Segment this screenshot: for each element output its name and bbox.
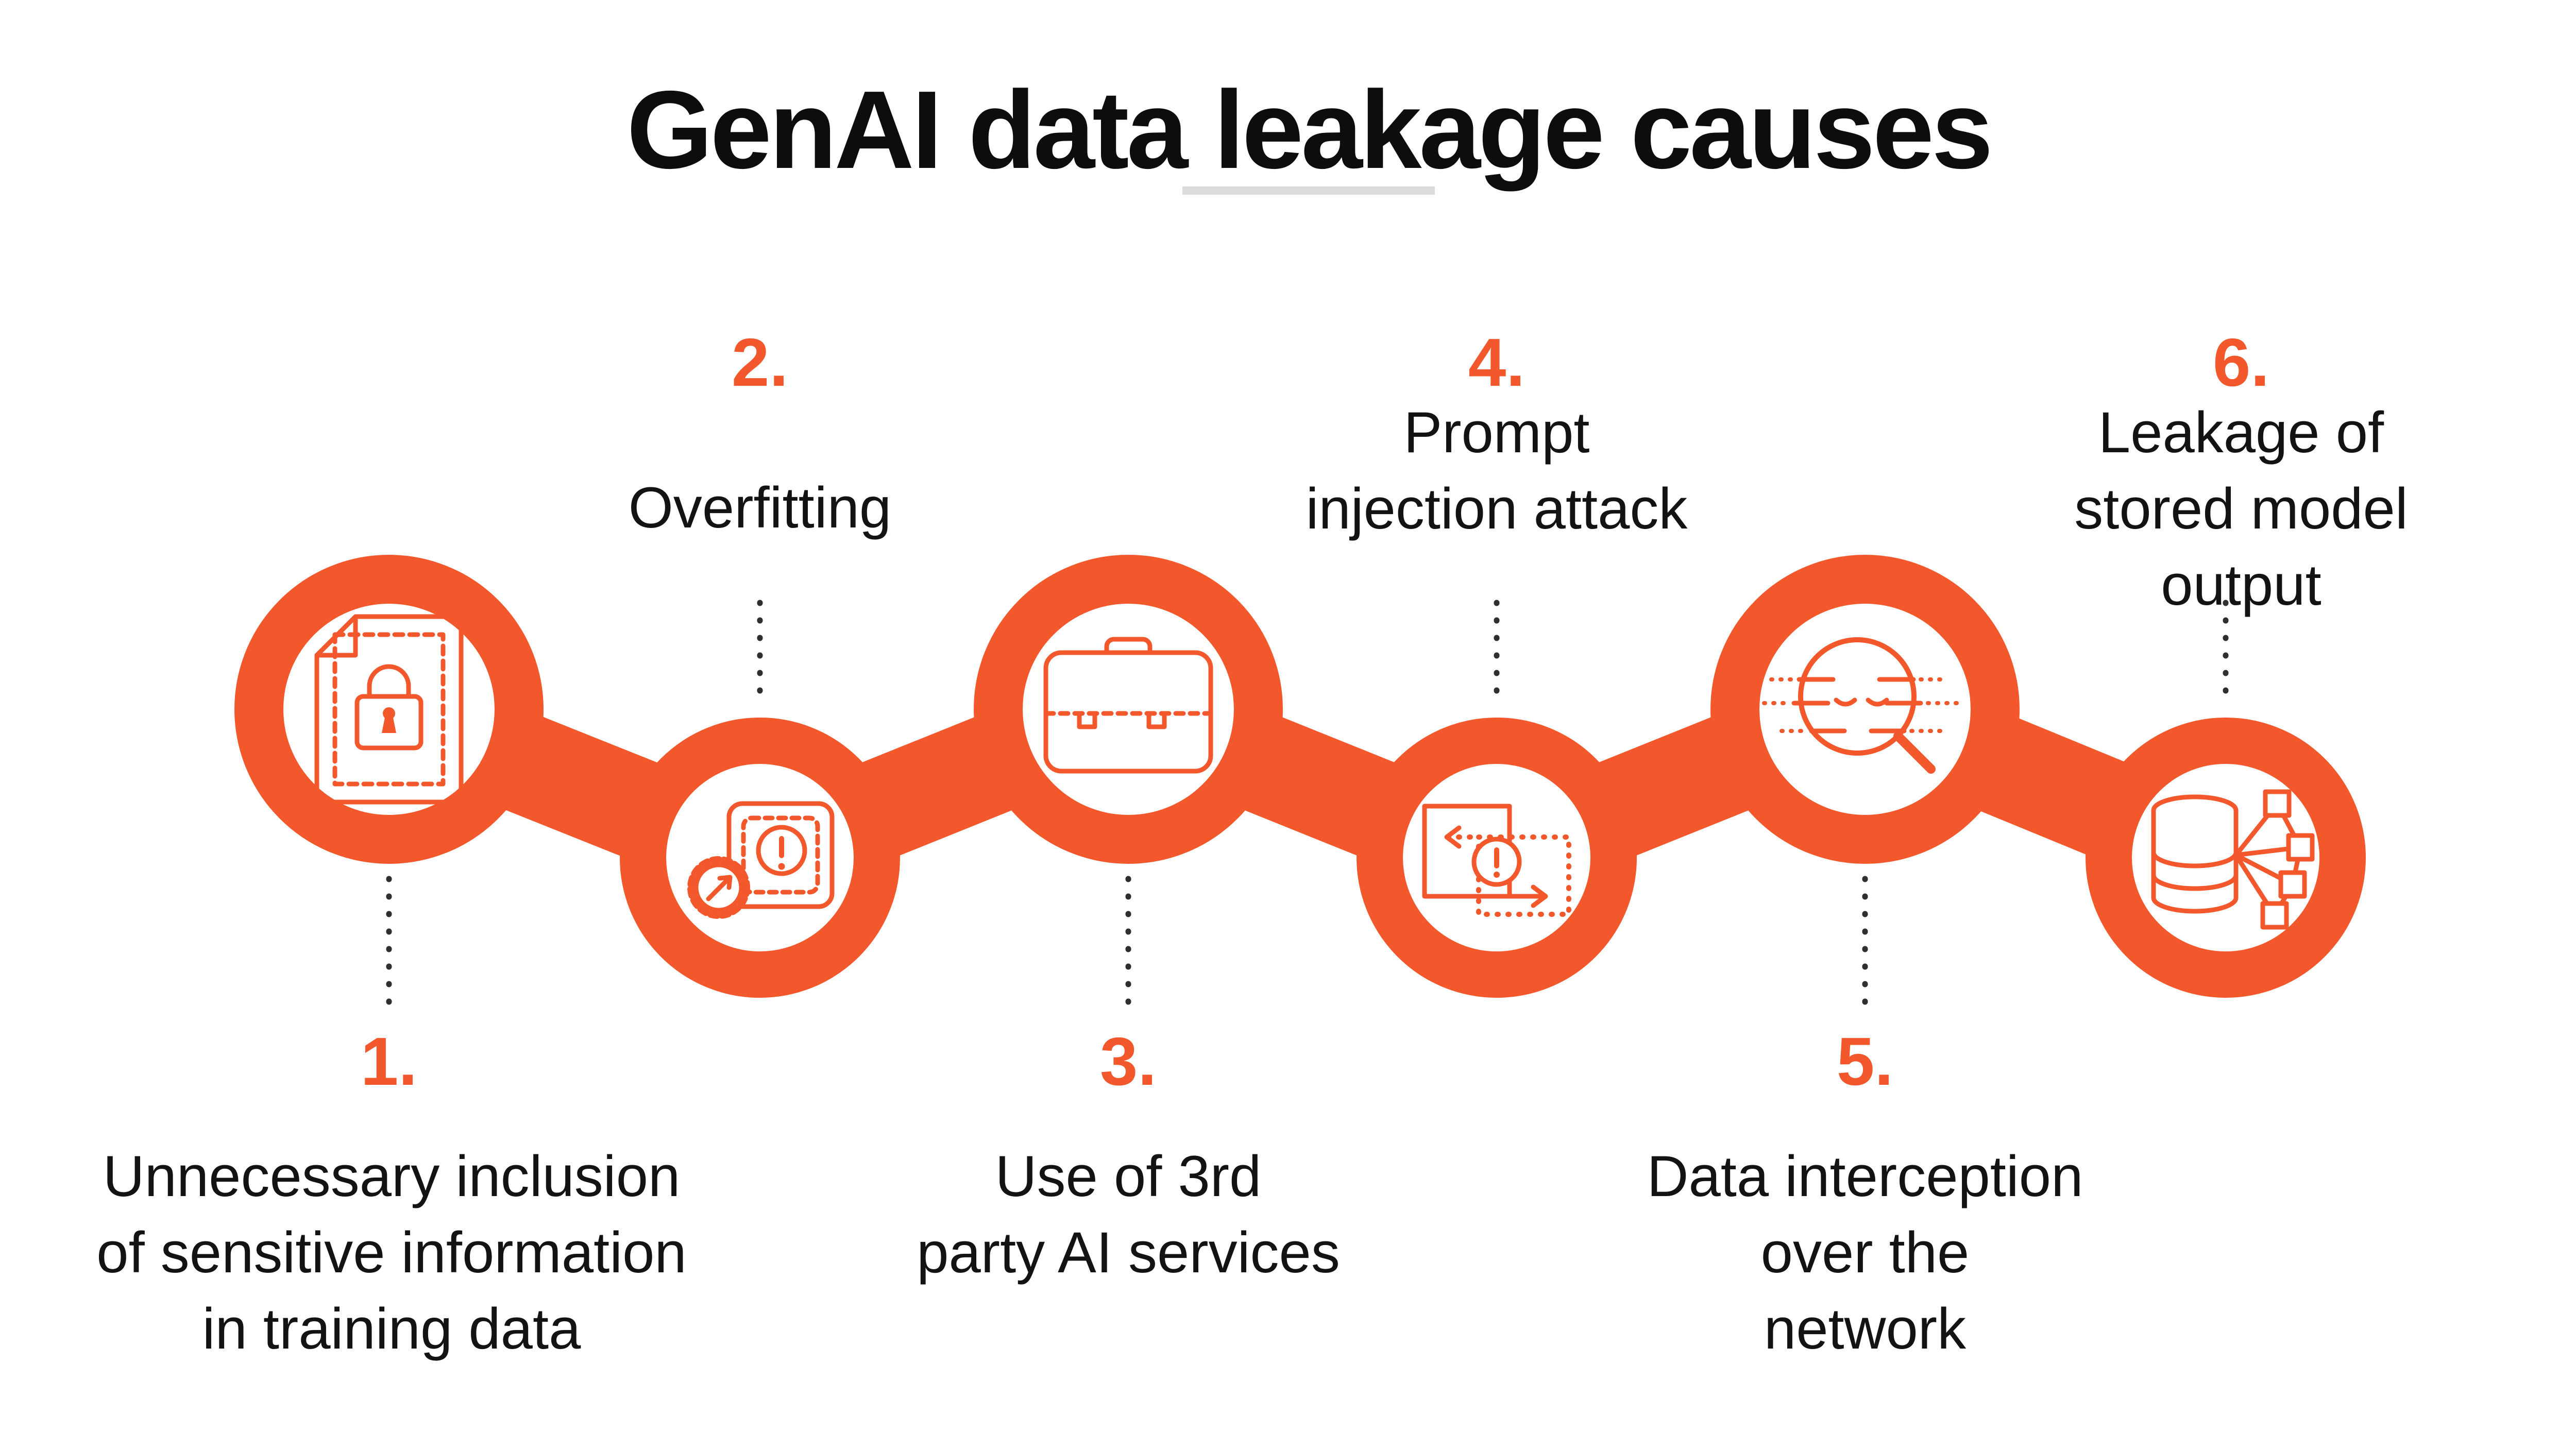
dotted-connectors (386, 600, 2229, 1008)
prompt-injection-icon (1422, 804, 1571, 917)
step-3-label: Use of 3rd party AI services (917, 1144, 1340, 1285)
step-3-number: 3. (1099, 1024, 1157, 1099)
step-5-label: Data interception over the network (1647, 1144, 2083, 1361)
step-1-number: 1. (360, 1024, 418, 1099)
step-5-number: 5. (1836, 1024, 1894, 1099)
title-divider (1182, 186, 1435, 195)
circle-rings (234, 555, 2366, 998)
step-4-number: 4. (1468, 325, 1526, 400)
briefcase-icon (1043, 637, 1213, 774)
step-2-number: 2. (731, 325, 789, 400)
document-lock-icon (314, 614, 464, 805)
magnifier-interception-icon (1762, 637, 1959, 774)
step-1-label: Unnecessary inclusion of sensitive infor… (96, 1144, 687, 1361)
step-6-label: Leakage of stored model output (2074, 400, 2408, 617)
database-network-icon (2151, 789, 2315, 930)
step-4-label: Prompt injection attack (1306, 400, 1688, 541)
gear-warning-icon (687, 801, 835, 919)
page-title: GenAI data leakage causes (626, 67, 1993, 192)
step-6-number: 6. (2212, 325, 2270, 400)
step-2-label: Overfitting (628, 475, 892, 540)
